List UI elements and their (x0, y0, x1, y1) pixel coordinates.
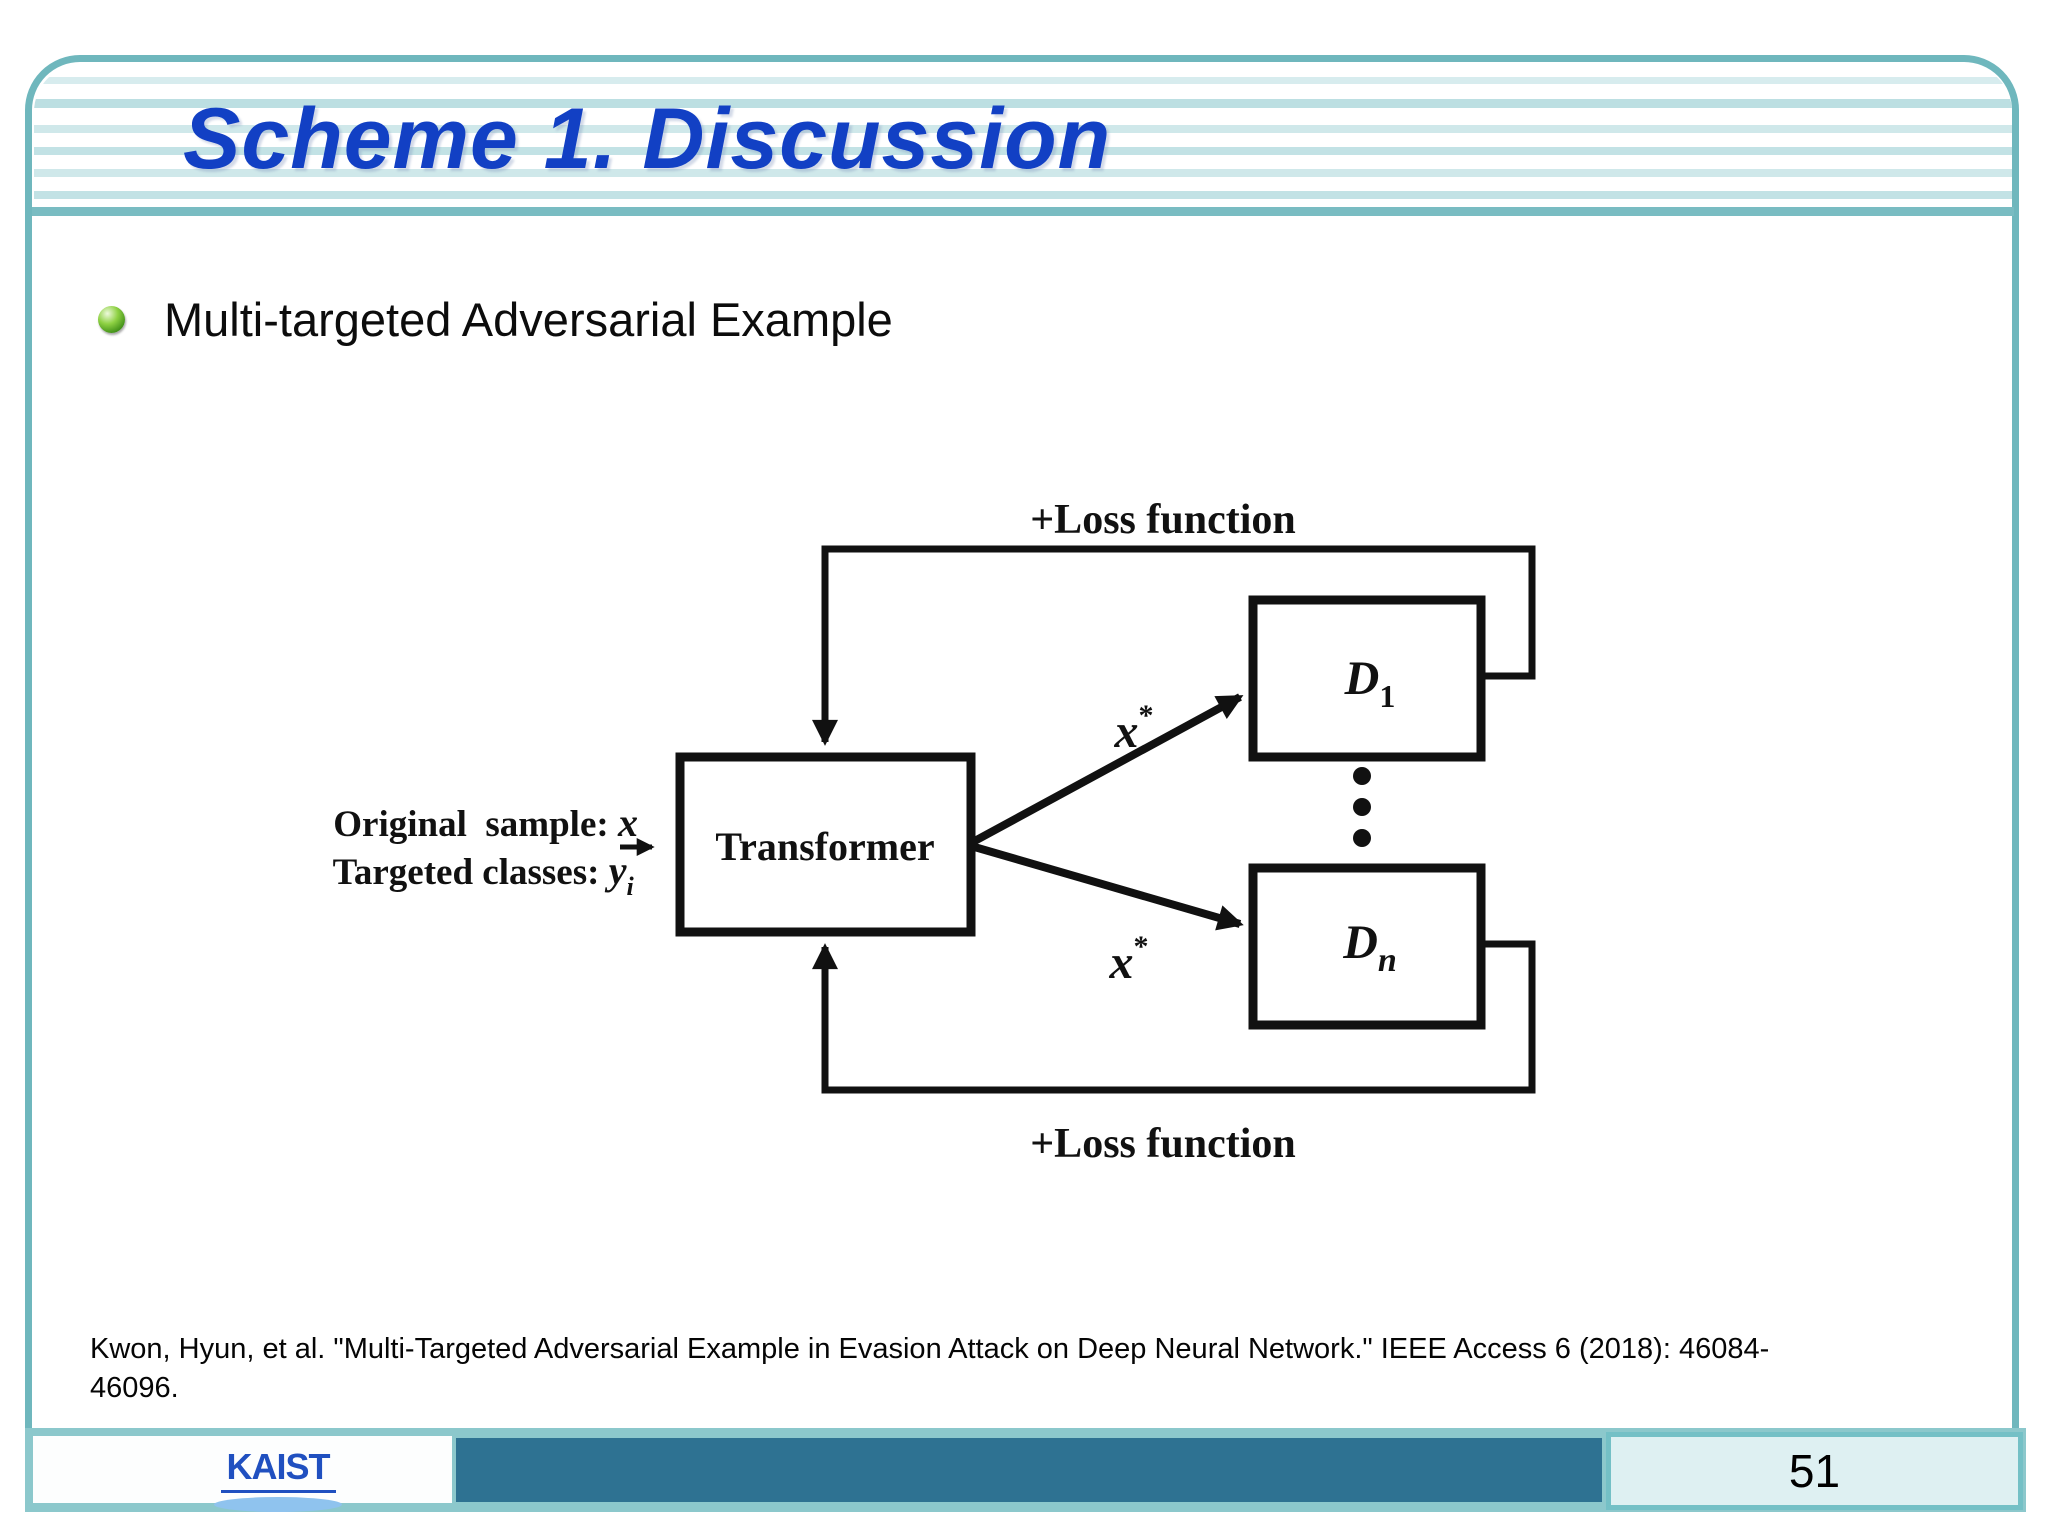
footer-bar: KAIST 51 (25, 1428, 2026, 1512)
kaist-logo-ellipse (214, 1497, 342, 1512)
transformer-label: Transformer (715, 824, 934, 869)
footer-logo-cell: KAIST (33, 1436, 452, 1512)
arrow-to-d1 (969, 693, 1244, 847)
slide-title: Scheme 1. Discussion (183, 91, 1112, 187)
kaist-logo-text: KAIST (220, 1446, 336, 1493)
loss-loop-bottom-line (812, 940, 1536, 1094)
xstar-bottom-label: x* (1050, 914, 1185, 989)
d1-label: D1 (1285, 652, 1432, 718)
transformer-box (675, 752, 976, 937)
dn-label: Dn (1283, 916, 1433, 982)
bullet-text: Multi-targeted Adversarial Example (164, 293, 893, 346)
input-original-sample-label: Original sample: x (287, 800, 666, 845)
dn-box (1248, 863, 1486, 1030)
header-bottom-rule (32, 207, 2014, 216)
loss-function-bottom-label: +Loss function (1030, 1121, 1296, 1167)
citation-line-2: 46096. (90, 1372, 179, 1404)
xstar-top-label: x* (1055, 683, 1190, 758)
loss-loop-top-line (812, 545, 1536, 746)
citation-line-1: Kwon, Hyun, et al. "Multi-Targeted Adver… (90, 1333, 1770, 1365)
header-stripes (34, 64, 2012, 210)
page-number: 51 (1788, 1445, 1841, 1497)
loss-function-top-label: +Loss function (1030, 497, 1296, 543)
bullet-icon (98, 306, 125, 333)
footer-accent-bar (456, 1438, 1602, 1502)
d1-box (1248, 595, 1486, 762)
citation: Kwon, Hyun, et al. "Multi-Targeted Adver… (90, 1330, 1970, 1408)
input-targeted-classes-label: Targeted classes: yi (287, 848, 661, 904)
footer-page-cell: 51 (1606, 1432, 2023, 1510)
arrow-to-dn (969, 842, 1244, 931)
kaist-logo: KAIST (193, 1446, 363, 1512)
slide-frame (25, 55, 2019, 1512)
ellipsis-dots (1353, 767, 1371, 847)
